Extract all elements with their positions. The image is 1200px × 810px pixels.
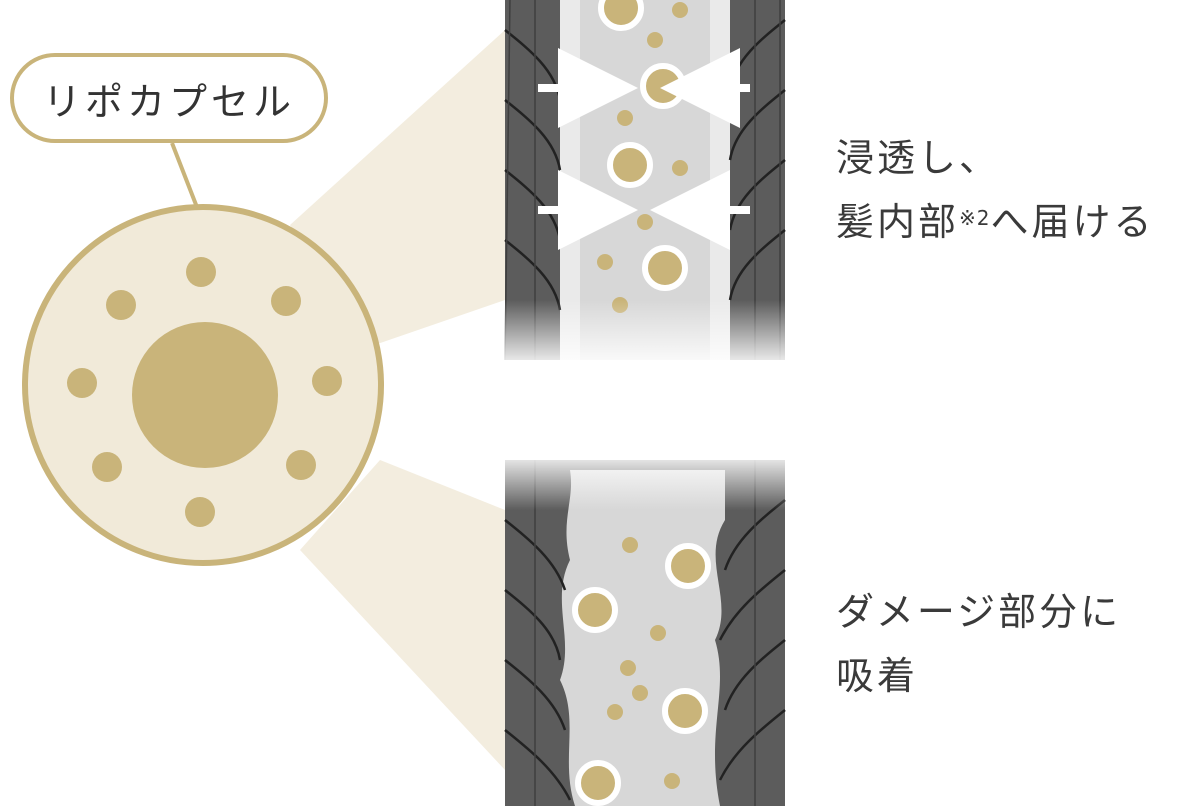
ingredient-dot [647, 32, 663, 48]
liposome-particle [665, 543, 711, 589]
ingredient-dot [632, 685, 648, 701]
liposome-particle [642, 245, 688, 291]
capsule-dot [186, 257, 216, 287]
ingredient-dot [597, 254, 613, 270]
caption-penetrate-line2: 髪内部※2へ届ける [836, 190, 1155, 254]
liposome-particle [575, 760, 621, 806]
ingredient-dot [672, 2, 688, 18]
caption-adsorb-line1: ダメージ部分に [836, 590, 1122, 634]
capsule-dot [312, 366, 342, 396]
liposome-particle [607, 142, 653, 188]
capsule-dot [271, 286, 301, 316]
ingredient-dot [607, 704, 623, 720]
label-connector [170, 142, 202, 216]
liposome-particle [640, 63, 686, 109]
liposome-particle [662, 688, 708, 734]
ingredient-dot [672, 160, 688, 176]
liposome-label: リポカプセル [10, 53, 328, 143]
hair-strand-top [495, 0, 795, 370]
capsule-dot [286, 450, 316, 480]
ingredient-dot [637, 214, 653, 230]
ingredient-dot [617, 110, 633, 126]
ingredient-dot [650, 625, 666, 641]
liposome-particle [598, 0, 644, 31]
zoom-beam-top [290, 30, 505, 350]
liposome-capsule [22, 204, 384, 566]
capsule-dot [92, 452, 122, 482]
ingredient-dot [622, 537, 638, 553]
caption-penetrate-line1: 浸透し、 [836, 136, 1001, 180]
liposome-particle [572, 587, 618, 633]
capsule-dot [106, 290, 136, 320]
caption-penetrate-line2-after: へ届ける [990, 200, 1155, 244]
capsule-core [132, 322, 278, 468]
caption-penetrate-line2-before: 髪内部 [836, 200, 960, 244]
ingredient-dot [664, 773, 680, 789]
ingredient-dot [620, 660, 636, 676]
hair-strand-bottom [495, 450, 795, 806]
capsule-dot [67, 368, 97, 398]
footnote-marker: ※2 [959, 206, 991, 230]
caption-penetrate: 浸透し、 髪内部※2へ届ける [836, 126, 1155, 254]
caption-adsorb-line2: 吸着 [836, 654, 919, 698]
zoom-beam-bottom [300, 460, 505, 770]
capsule-dot [185, 497, 215, 527]
caption-adsorb: ダメージ部分に 吸着 [836, 580, 1121, 708]
